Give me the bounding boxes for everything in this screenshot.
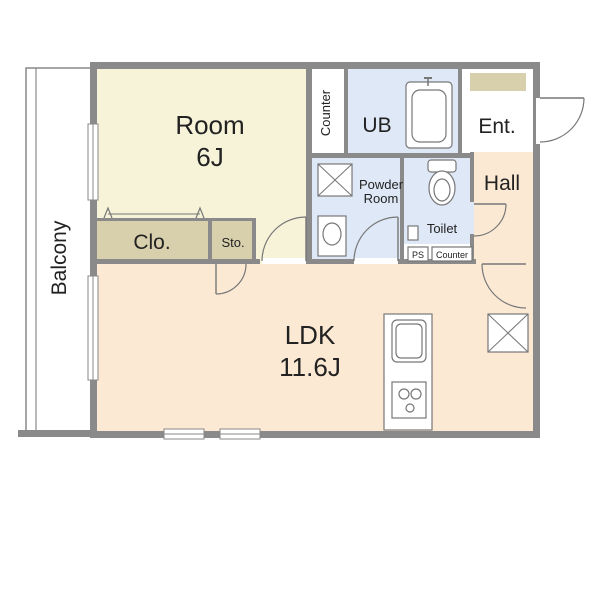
washing-machine-pan (317, 163, 353, 197)
counter-lower-box (431, 246, 473, 262)
windows (87, 123, 261, 440)
interior-walls (96, 68, 476, 264)
bathtub (405, 77, 453, 149)
entrance-shoe-rack (470, 73, 526, 91)
hall-floor (474, 152, 536, 264)
balcony-label: Balcony (48, 220, 71, 295)
fridge-space (487, 313, 529, 353)
powder-room-label-1: Powder (359, 177, 404, 192)
counter-lower-label: Counter (436, 250, 468, 260)
paper-holder (407, 225, 419, 241)
doors (215, 97, 585, 309)
ldk-floor (96, 264, 536, 432)
wash-basin (317, 215, 347, 257)
entrance-label: Ent. (478, 115, 515, 138)
ldk-size: 11.6J (279, 352, 341, 382)
room-name: Room (175, 110, 244, 140)
balcony (25, 67, 93, 433)
powder-room-label-2: Room (364, 191, 399, 206)
counter-strip-floor (312, 68, 348, 158)
closet-label: Clo. (133, 231, 170, 254)
kitchen-counter (383, 313, 433, 431)
exterior-walls (90, 62, 540, 438)
counter-upper-label: Counter (318, 89, 333, 136)
ub-label: UB (362, 114, 391, 137)
closet-floor (96, 220, 208, 260)
hall-label: Hall (484, 172, 520, 195)
storage-label: Sto. (221, 235, 244, 250)
storage-floor (212, 220, 252, 260)
toilet-label: Toilet (427, 221, 458, 236)
ps-label: PS (412, 250, 424, 260)
ps-box (407, 246, 429, 262)
closet-rail (103, 206, 205, 219)
ldk-name: LDK (285, 320, 336, 350)
room-size: 6J (196, 142, 223, 172)
toilet-bowl (427, 159, 457, 206)
